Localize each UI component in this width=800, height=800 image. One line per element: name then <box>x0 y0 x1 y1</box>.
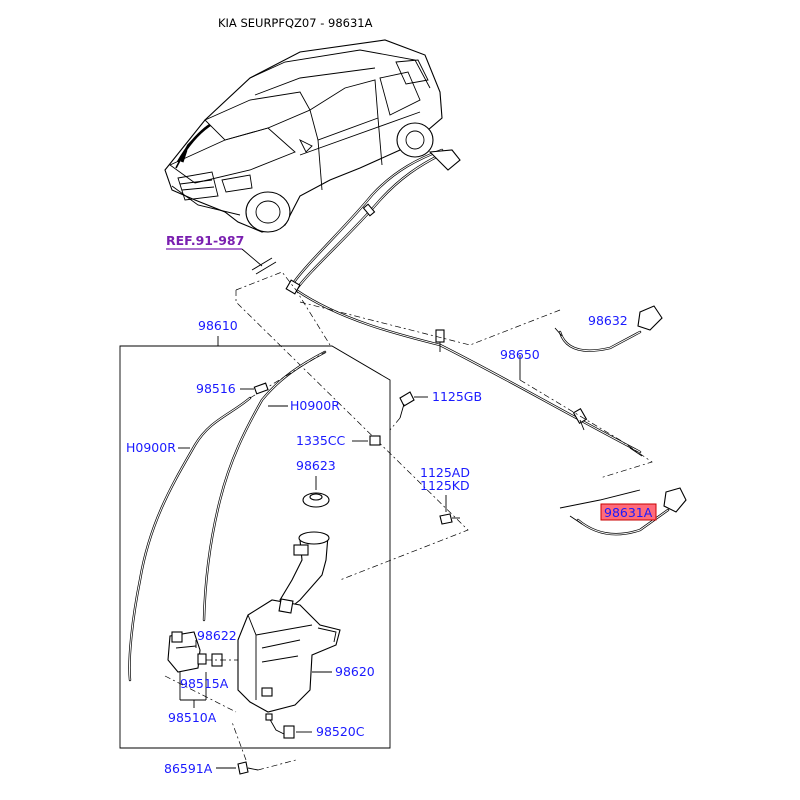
label-h0900r-left[interactable]: H0900R <box>126 440 176 455</box>
part-98631a-hose <box>569 487 687 536</box>
diagram-title: KIA SEURPFQZ07 - 98631A <box>218 16 373 30</box>
vehicle-illustration <box>164 39 443 233</box>
bolt-1125gb-icon <box>399 391 415 419</box>
bolt-86591a-icon <box>237 761 259 775</box>
label-98610[interactable]: 98610 <box>198 318 238 333</box>
label-98632[interactable]: 98632 <box>588 313 628 328</box>
cap-98623-icon <box>302 492 330 508</box>
label-98631a[interactable]: 98631A <box>604 505 653 520</box>
label-98622[interactable]: 98622 <box>197 628 237 643</box>
reservoir-98620 <box>237 531 341 713</box>
label-98516[interactable]: 98516 <box>196 381 236 396</box>
connector-98516-icon <box>253 382 269 395</box>
label-98515a[interactable]: 98515A <box>180 676 229 691</box>
bolt-1125ad-icon <box>439 513 460 525</box>
label-86591a[interactable]: 86591A <box>164 761 213 776</box>
label-1335cc[interactable]: 1335CC <box>296 433 346 448</box>
clip-1335cc-icon <box>369 435 381 446</box>
part-98632-hose <box>554 305 663 352</box>
reference-label[interactable]: REF.91-987 <box>166 233 244 248</box>
label-h0900r-right[interactable]: H0900R <box>290 398 340 413</box>
label-98650[interactable]: 98650 <box>500 347 540 362</box>
highlight-badge <box>600 503 657 521</box>
reservoir-assembly-box <box>119 336 391 749</box>
label-1125gb[interactable]: 1125GB <box>432 389 482 404</box>
label-98520c[interactable]: 98520C <box>316 724 365 739</box>
label-1125ad[interactable]: 1125AD <box>420 465 470 480</box>
sensor-98520c <box>265 713 295 739</box>
label-98510a[interactable]: 98510A <box>168 710 217 725</box>
label-1125kd[interactable]: 1125KD <box>420 478 470 493</box>
rear-washer-hose-assembly <box>285 148 643 457</box>
label-98620[interactable]: 98620 <box>335 664 375 679</box>
label-98623[interactable]: 98623 <box>296 458 336 473</box>
